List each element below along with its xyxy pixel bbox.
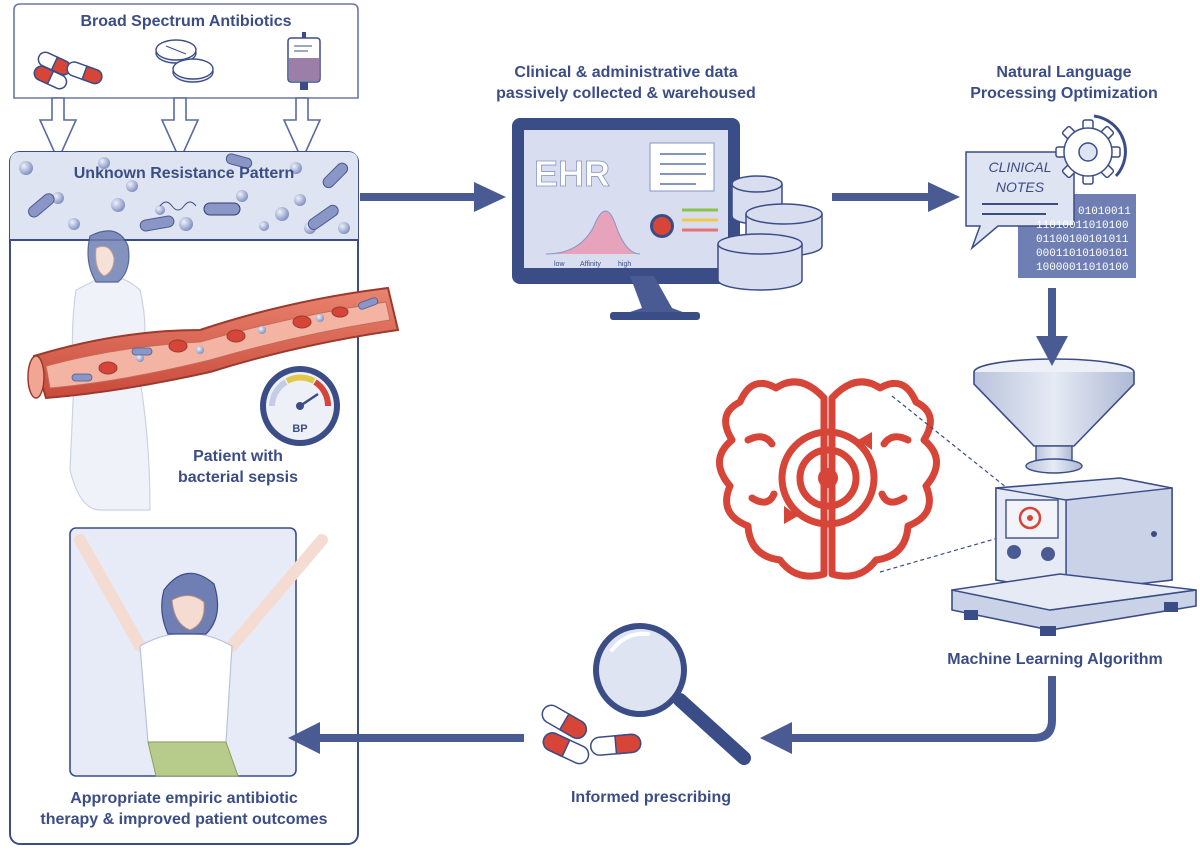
funnel-machine-icon (951, 358, 1197, 636)
binary-line-2: 11010011010100 (1036, 220, 1128, 232)
informed-prescribing-caption: Informed prescribing (536, 787, 766, 808)
pill-capsule-icon (33, 51, 103, 90)
outcome-card (69, 527, 328, 777)
patient-caption-line1: Patient with (193, 448, 283, 465)
clinical-data-line2: passively collected & warehoused (496, 85, 756, 102)
curve-high: high (618, 261, 631, 268)
ml-algorithm-text: Machine Learning Algorithm (947, 651, 1163, 668)
binary-line-1: 01010011 (1078, 206, 1131, 218)
iv-bag-icon (287, 32, 321, 90)
outcome-caption: Appropriate empiric antibiotic therapy &… (10, 788, 358, 830)
monitor-icon: EHR low Affinity high (512, 118, 740, 320)
prescribing-pills-icon (541, 704, 642, 765)
nlp-line1: Natural Language (996, 64, 1132, 81)
binary-line-4: 00011010100101 (1036, 248, 1129, 260)
curve-affinity: Affinity (580, 261, 601, 268)
unknown-resistance-text: Unknown Resistance Pattern (73, 165, 295, 182)
ehr-label: EHR (534, 153, 610, 194)
unknown-resistance-title: Unknown Resistance Pattern (10, 163, 358, 184)
outcome-caption-line2: therapy & improved patient outcomes (40, 811, 328, 828)
blood-vessel-icon (27, 286, 400, 400)
bp-label: BP (292, 423, 307, 435)
patient-caption-line2: bacterial sepsis (177, 469, 299, 486)
clinical-notes-icon: CLINICAL NOTES (965, 151, 1136, 278)
magnifier-icon (593, 623, 751, 765)
patient-caption: Patient with bacterial sepsis (148, 446, 328, 488)
down-arrows (38, 97, 322, 162)
clinical-notes-line1: CLINICAL (988, 159, 1051, 175)
outcome-caption-line1: Appropriate empiric antibiotic (70, 790, 298, 807)
clinical-data-line1: Clinical & administrative data (514, 64, 738, 81)
broad-spectrum-text: Broad Spectrum Antibiotics (80, 13, 292, 30)
binary-line-5: 10000011010100 (1036, 262, 1128, 274)
bacteria-cluster (19, 153, 350, 234)
gear-icon (1055, 114, 1127, 185)
curve-low: low (554, 261, 565, 268)
nlp-line2: Processing Optimization (970, 85, 1158, 102)
brain-core (784, 432, 872, 524)
ml-algorithm-caption: Machine Learning Algorithm (920, 649, 1190, 670)
bp-gauge-icon: BP (260, 366, 340, 446)
flow-arrows (288, 182, 1068, 754)
database-icon (717, 175, 823, 291)
clinical-notes-line2: NOTES (996, 179, 1045, 195)
binary-line-3: 01100100101011 (1036, 234, 1129, 246)
broad-spectrum-title: Broad Spectrum Antibiotics (14, 11, 358, 32)
binary-block: 01010011 11010011010100 01100100101011 0… (1036, 206, 1131, 274)
brain-icon (716, 378, 940, 580)
clinical-data-caption: Clinical & administrative data passively… (476, 62, 776, 104)
informed-prescribing-text: Informed prescribing (570, 789, 732, 806)
nlp-caption: Natural Language Processing Optimization (946, 62, 1182, 104)
tablet-icon (155, 39, 214, 83)
